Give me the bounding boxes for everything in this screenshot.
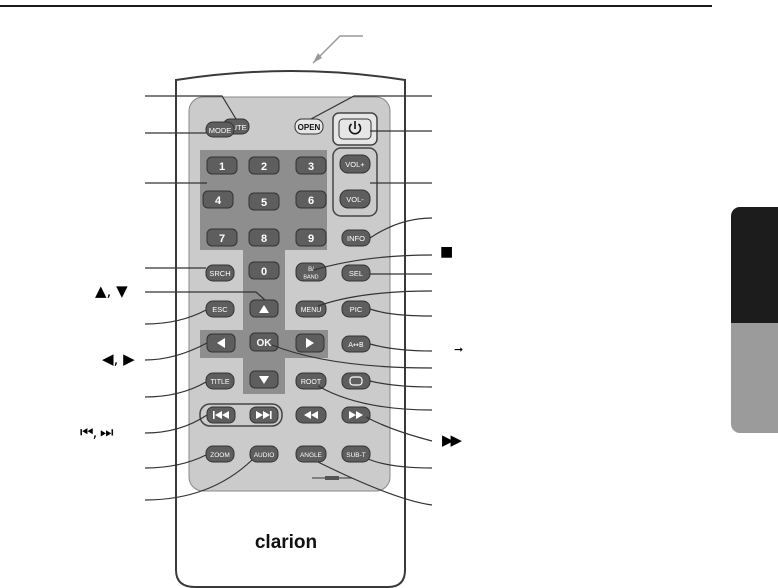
callout-lines-left — [144, 95, 266, 501]
key-5[interactable]: 5 — [248, 192, 280, 211]
svg-text:MENU: MENU — [301, 307, 322, 314]
numeric-keypad-area — [200, 150, 327, 292]
sub-t-button[interactable]: SUB-T — [341, 445, 371, 463]
svg-text:SEL: SEL — [349, 269, 363, 278]
pic-button[interactable]: PIC — [341, 300, 371, 318]
info-button[interactable]: INFO — [341, 229, 371, 247]
svg-text:0: 0 — [261, 266, 267, 278]
svg-text:OPEN: OPEN — [298, 123, 321, 132]
mode-button[interactable]: MODE — [205, 121, 235, 138]
brand-logo: clarion — [255, 532, 317, 553]
triangle-right-icon — [306, 338, 314, 348]
key-1[interactable]: 1 — [206, 156, 238, 175]
svg-text:8: 8 — [261, 233, 267, 245]
repeat-icon — [349, 376, 363, 386]
band-button[interactable]: B/ BAND — [295, 262, 327, 282]
svg-text:VOL+: VOL+ — [345, 160, 365, 169]
key-3[interactable]: 3 — [295, 156, 327, 175]
skip-forward-icon — [256, 411, 272, 419]
svg-text:4: 4 — [215, 195, 222, 207]
svg-text:INFO: INFO — [347, 234, 365, 243]
nav-left-button[interactable] — [206, 333, 236, 353]
menu-button[interactable]: MENU — [295, 300, 327, 318]
triangle-up-icon — [259, 305, 269, 313]
triangle-left-icon — [217, 338, 225, 348]
svg-text:3: 3 — [308, 161, 314, 173]
svg-text:VOL-: VOL- — [346, 195, 364, 204]
sel-button[interactable]: SEL — [341, 264, 371, 282]
svg-text:BAND: BAND — [303, 275, 318, 281]
svg-text:ZOOM: ZOOM — [210, 452, 230, 459]
vol-down-button[interactable]: VOL- — [339, 189, 371, 209]
zoom-button[interactable]: ZOOM — [205, 445, 235, 463]
prev-next-label: ⏮, ⏭ — [80, 423, 114, 441]
fast-forward-button[interactable] — [341, 406, 371, 424]
title-button[interactable]: TITLE — [205, 372, 235, 390]
vol-up-button[interactable]: VOL+ — [339, 154, 371, 174]
svg-text:OK: OK — [257, 338, 273, 349]
next-track-button[interactable] — [249, 406, 279, 424]
svg-text:MODE: MODE — [209, 126, 232, 135]
side-tab-light — [731, 323, 778, 433]
numeric-keypad: 1 2 3 4 5 6 7 8 9 0 — [202, 156, 327, 280]
open-button[interactable]: OPEN — [294, 118, 324, 135]
stop-label: ■ — [440, 244, 454, 260]
key-0[interactable]: 0 — [248, 261, 280, 280]
rewind-button[interactable] — [295, 406, 327, 424]
key-2[interactable]: 2 — [248, 156, 280, 175]
audio-button[interactable]: AUDIO — [249, 445, 279, 463]
volume-frame — [332, 147, 378, 217]
ab-button[interactable]: A↔B — [341, 335, 371, 353]
side-tab-dark — [731, 207, 778, 323]
up-down-arrows-label: ▲, ▼ — [95, 282, 128, 300]
ok-button[interactable]: OK — [249, 332, 279, 352]
key-9[interactable]: 9 — [295, 228, 327, 247]
svg-text:PIC: PIC — [350, 305, 363, 314]
left-right-arrows-label: ◀, ▶ — [102, 350, 135, 368]
svg-text:7: 7 — [219, 233, 225, 245]
svg-text:2: 2 — [261, 161, 267, 173]
svg-text:B/: B/ — [308, 267, 314, 273]
ir-emitter-callout — [312, 35, 363, 64]
fast-forward-label: ▶▶ — [442, 431, 462, 449]
esc-button[interactable]: ESC — [205, 300, 235, 318]
srch-button[interactable]: SRCH — [205, 264, 235, 282]
panel-slot — [312, 476, 352, 480]
svg-text:ROOT: ROOT — [301, 379, 322, 386]
angle-button[interactable]: ANGLE — [295, 445, 327, 463]
svg-text:9: 9 — [308, 233, 314, 245]
repeat-button[interactable] — [341, 372, 371, 390]
svg-text:SUB-T: SUB-T — [346, 452, 366, 459]
small-arrow-label: ➞ — [454, 343, 464, 356]
skip-frame — [199, 403, 283, 427]
nav-right-button[interactable] — [295, 333, 325, 353]
top-rule — [0, 5, 712, 7]
rewind-icon — [304, 411, 318, 419]
triangle-down-icon — [259, 376, 269, 384]
root-button[interactable]: ROOT — [295, 372, 327, 390]
svg-text:TITLE: TITLE — [210, 379, 229, 386]
nav-up-button[interactable] — [249, 299, 279, 318]
svg-text:MUTE: MUTE — [225, 123, 246, 132]
svg-text:ESC: ESC — [212, 305, 228, 314]
key-8[interactable]: 8 — [248, 228, 280, 247]
fast-forward-icon — [349, 411, 363, 419]
key-4[interactable]: 4 — [202, 190, 234, 209]
svg-text:SRCH: SRCH — [209, 269, 230, 278]
key-6[interactable]: 6 — [295, 190, 327, 209]
svg-text:ANGLE: ANGLE — [300, 452, 323, 459]
svg-text:AUDIO: AUDIO — [254, 452, 275, 459]
svg-text:5: 5 — [261, 197, 267, 209]
power-icon — [348, 121, 362, 135]
power-button[interactable] — [338, 118, 372, 140]
svg-text:1: 1 — [219, 161, 225, 173]
key-7[interactable]: 7 — [206, 228, 238, 247]
svg-text:A↔B: A↔B — [348, 341, 364, 349]
prev-track-button[interactable] — [206, 406, 236, 424]
callout-lines-right — [271, 95, 433, 506]
nav-down-button[interactable] — [249, 370, 279, 389]
svg-text:6: 6 — [308, 195, 314, 207]
skip-back-icon — [213, 411, 229, 419]
